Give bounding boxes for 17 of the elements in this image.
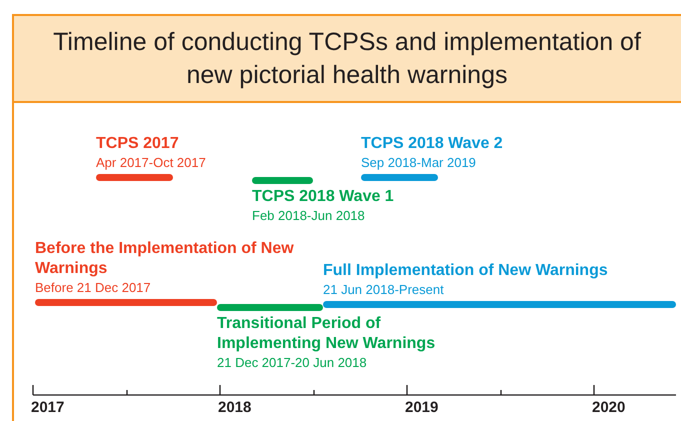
year-label: 2019 [405, 399, 438, 417]
date-range: Before 21 Dec 2017 [35, 279, 152, 296]
period-title: Transitional Period of Implementing New Warnings [217, 314, 436, 354]
date-range: Apr 2017-Oct 2017 [96, 154, 206, 171]
date-range: 21 Dec 2017-20 Jun 2018 [217, 354, 368, 371]
date-range: Feb 2018-Jun 2018 [252, 207, 366, 224]
period-title: Before the Implementation of New Warnings [35, 239, 295, 279]
date-range: 21 Jun 2018-Present [323, 281, 445, 298]
year-label: 2018 [218, 399, 252, 417]
period-title: TCPS 2017 [96, 134, 180, 154]
title: Timeline of conducting TCPSs and implementation of new pictorial health warnings [52, 26, 642, 90]
year-label: 2017 [31, 399, 64, 417]
period-title: TCPS 2018 Wave 2 [361, 134, 503, 154]
period-title: Full Implementation of New Warnings [323, 261, 609, 281]
year-label: 2020 [592, 399, 626, 417]
date-range: Sep 2018-Mar 2019 [361, 154, 477, 171]
period-title: TCPS 2018 Wave 1 [252, 187, 394, 207]
